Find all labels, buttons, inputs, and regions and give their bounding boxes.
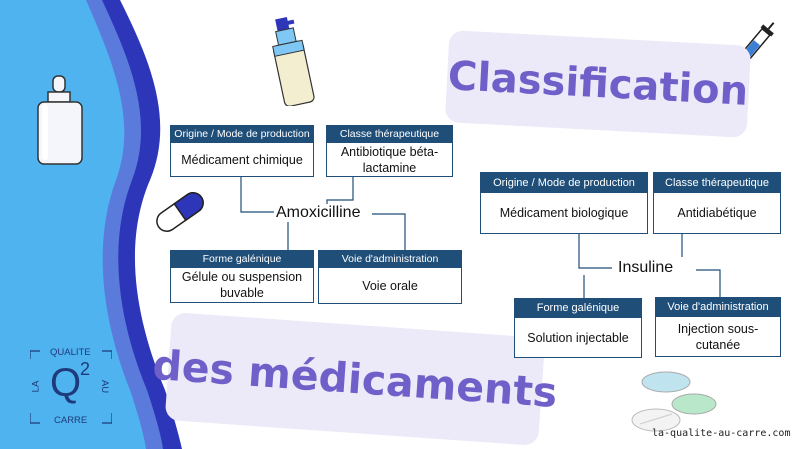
box-value: Gélule ou suspension buvable xyxy=(181,270,303,300)
box-header: Voie d'administration xyxy=(656,298,780,317)
spray-bottle-icon xyxy=(272,16,315,106)
box-value: Médicament chimique xyxy=(181,152,303,167)
logo-text-left: LA xyxy=(30,380,42,393)
website-url: la-qualite-au-carre.com xyxy=(652,428,791,439)
box-value: Voie orale xyxy=(362,278,418,293)
logo-qualite-au-carre: QUALITE CARRE LA AU Q 2 xyxy=(30,347,112,427)
box-classe-amoxicilline: Classe thérapeutique Antibiotique béta-l… xyxy=(326,125,453,177)
box-voie-amoxicilline: Voie d'administration Voie orale xyxy=(318,250,462,304)
logo-text-top: QUALITE xyxy=(50,347,91,358)
drug-name-amoxicilline: Amoxicilline xyxy=(276,204,361,221)
logo-text-right: AU xyxy=(99,379,111,394)
box-header: Forme galénique xyxy=(171,251,313,268)
logo-frame xyxy=(30,350,112,424)
box-value: Solution injectable xyxy=(527,330,629,345)
box-classe-insuline: Classe thérapeutique Antidiabétique xyxy=(653,172,781,234)
box-header: Classe thérapeutique xyxy=(327,126,452,143)
box-header: Forme galénique xyxy=(515,299,641,318)
box-forme-insuline: Forme galénique Solution injectable xyxy=(514,298,642,358)
box-voie-insuline: Voie d'administration Injection sous-cut… xyxy=(655,297,781,357)
box-origine-insuline: Origine / Mode de production Médicament … xyxy=(480,172,648,234)
logo-mark: Q xyxy=(50,361,82,405)
drug-name-insuline: Insuline xyxy=(618,259,674,276)
tablets-icon xyxy=(631,371,717,432)
dropper-bottle-icon xyxy=(37,75,83,165)
box-value: Antidiabétique xyxy=(677,206,757,220)
box-header: Origine / Mode de production xyxy=(171,126,313,143)
box-header: Classe thérapeutique xyxy=(654,173,780,193)
box-forme-amoxicilline: Forme galénique Gélule ou suspension buv… xyxy=(170,250,314,303)
logo-exponent: 2 xyxy=(80,359,91,379)
box-value: Injection sous-cutanée xyxy=(677,321,759,352)
capsule-icon xyxy=(156,192,204,232)
box-header: Origine / Mode de production xyxy=(481,173,647,193)
box-header: Voie d'administration xyxy=(319,251,461,268)
box-value: Antibiotique béta-lactamine xyxy=(340,144,439,175)
box-value: Médicament biologique xyxy=(499,206,629,220)
box-origine-amoxicilline: Origine / Mode de production Médicament … xyxy=(170,125,314,177)
logo-text-bottom: CARRE xyxy=(54,415,88,426)
